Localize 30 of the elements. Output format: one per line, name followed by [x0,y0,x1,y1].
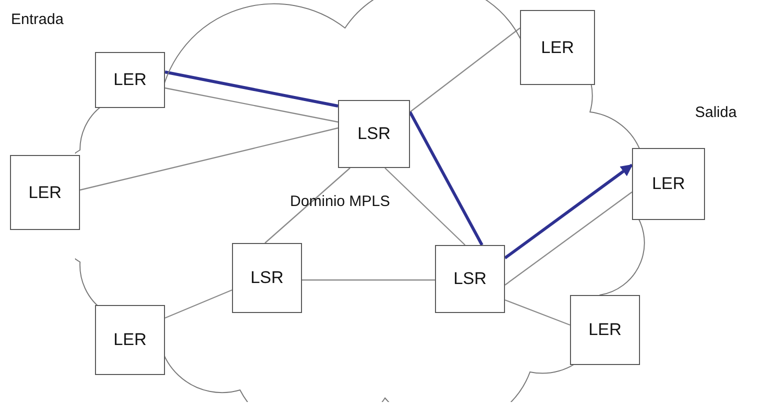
link-line [164,289,232,319]
router-box [435,245,505,313]
router-label: LER [652,174,686,194]
link-line [80,127,338,191]
router-box [338,100,410,168]
link-line [384,168,466,246]
router-box [10,155,80,230]
router-label: LER [113,70,147,90]
router-box [232,243,302,313]
role-label: Entrada [11,11,64,28]
router-label: LSR [250,268,284,288]
link-line [504,192,632,286]
domain-label: Dominio MPLS [290,193,390,210]
router-label: LER [540,38,574,58]
link-line [408,111,484,246]
router-label: LSR [453,269,487,289]
link-line [264,168,350,244]
role-label: Salida [695,104,737,121]
link-line [410,28,520,112]
router-box [95,305,165,375]
router-label: LER [588,320,622,340]
link-line [302,279,435,281]
arrow [504,164,633,260]
router-label: LSR [357,124,391,144]
router-label: LER [28,182,62,202]
link-line [164,70,338,108]
router-label: LER [113,330,147,350]
link-line [164,87,338,123]
link-line [504,299,570,326]
router-box [570,295,640,365]
